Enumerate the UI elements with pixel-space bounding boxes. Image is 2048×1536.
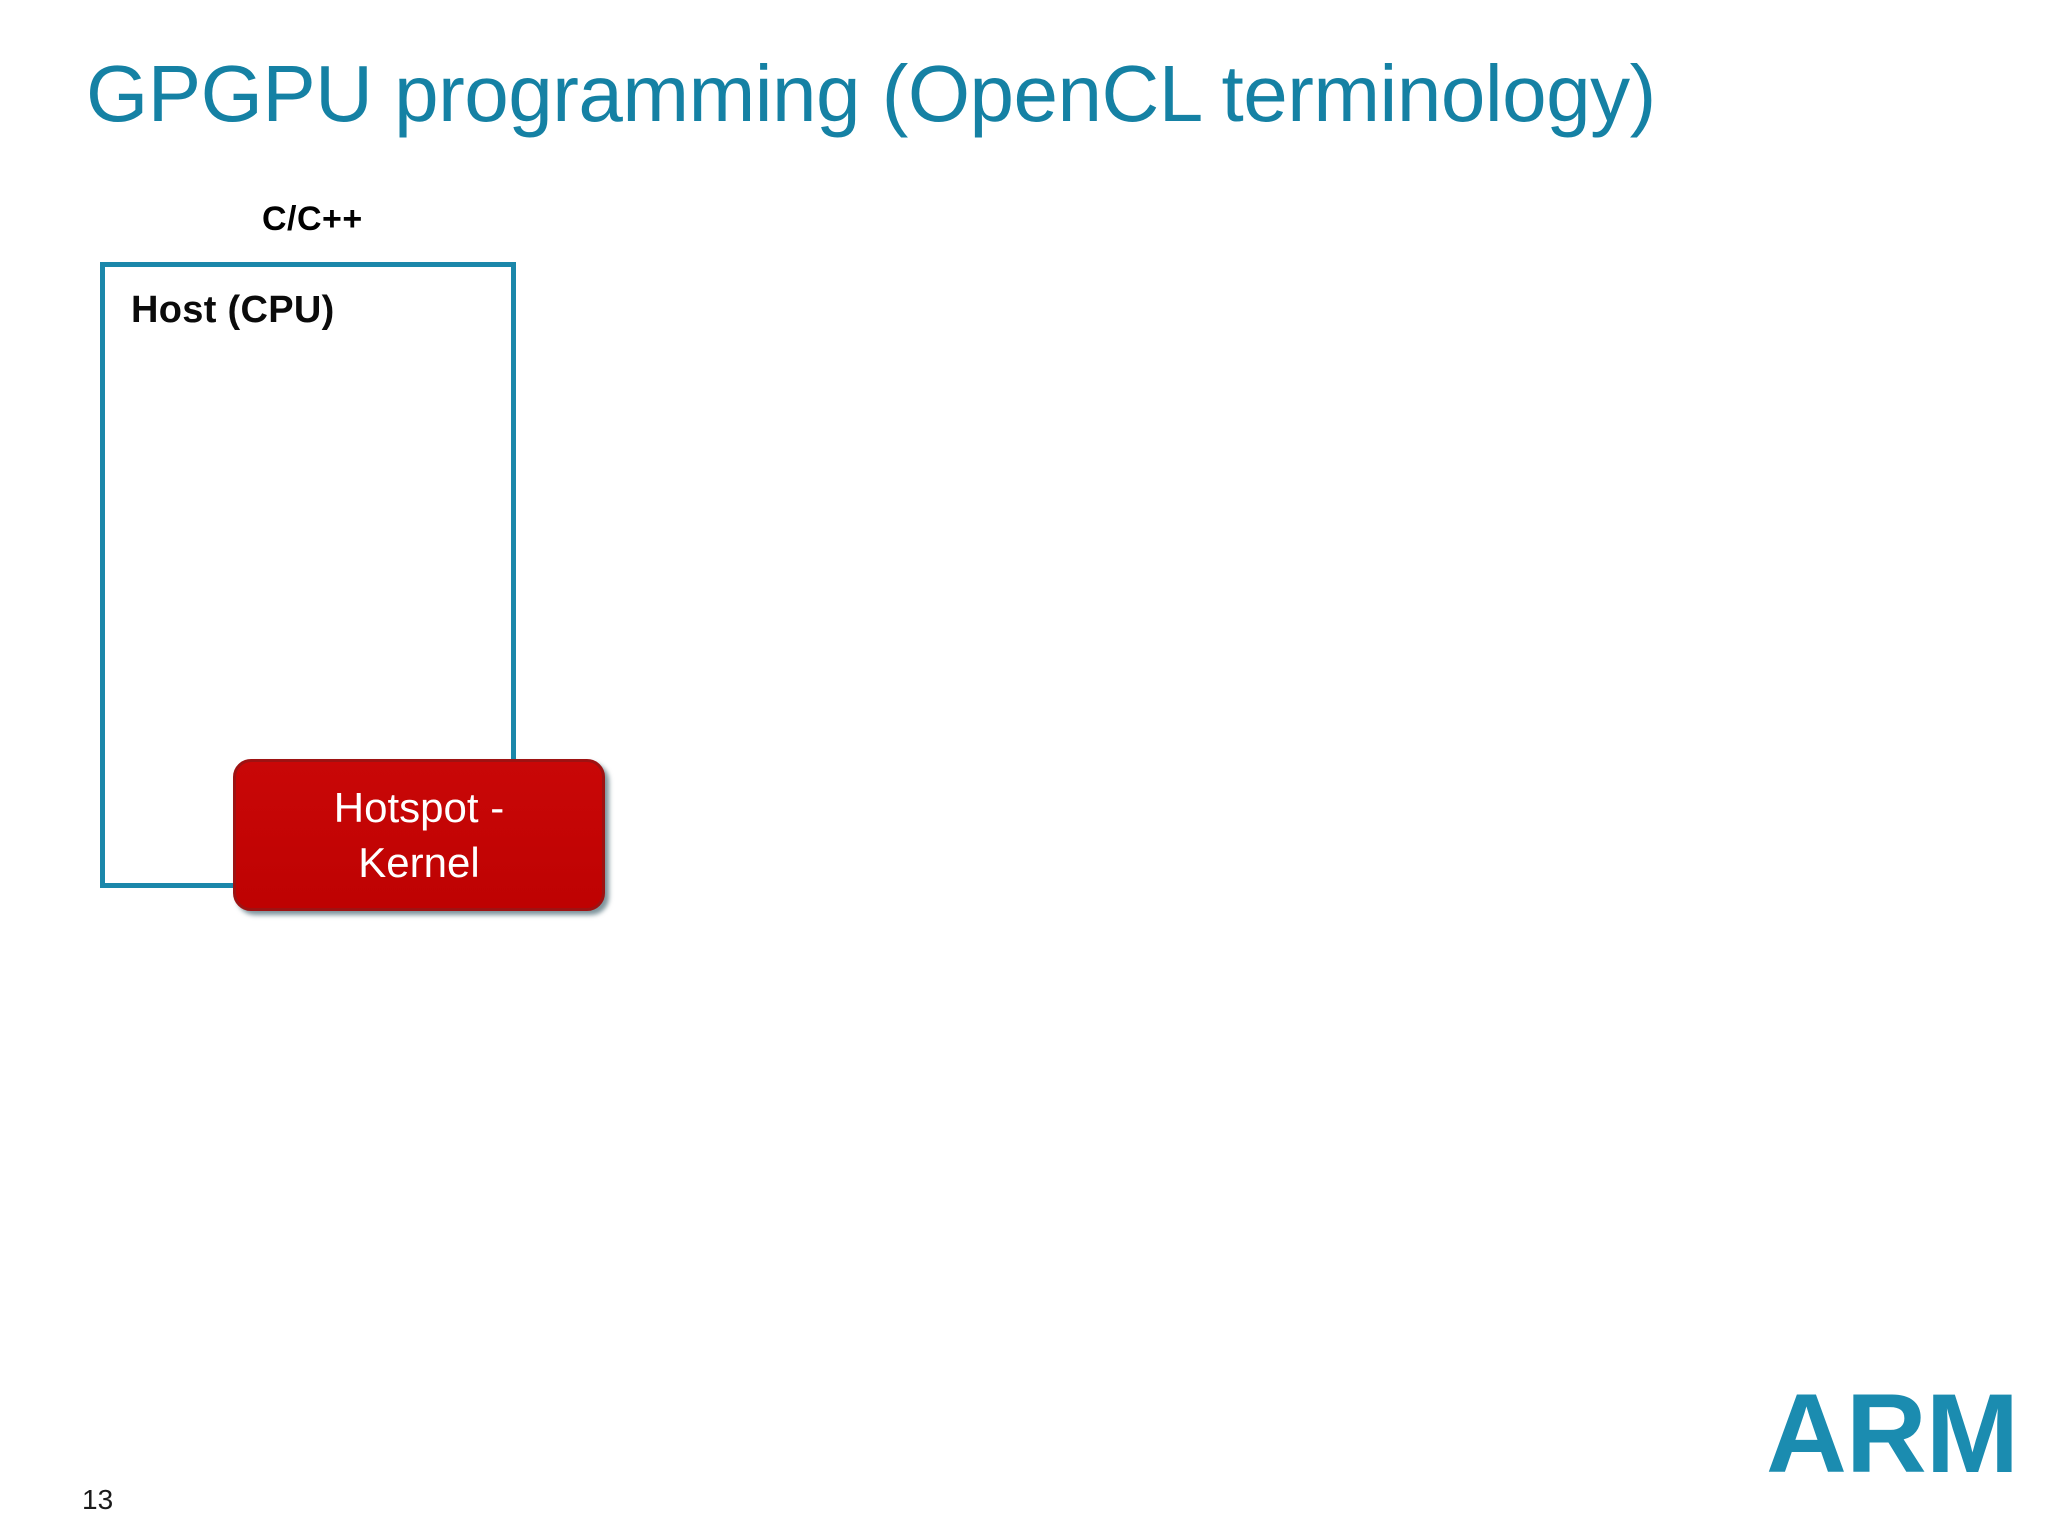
page-number: 13: [82, 1484, 114, 1515]
host-cpu-box: Host (CPU) Hotspot - Kernel: [100, 262, 605, 911]
hotspot-kernel-line-1: Hotspot -: [333, 783, 505, 831]
language-caption-label: C/C++: [262, 200, 363, 238]
page-title: GPGPU programming (OpenCL terminology): [86, 49, 1656, 138]
hotspot-kernel-line-2: Kernel: [358, 839, 480, 886]
hotspot-kernel-block: Hotspot - Kernel: [233, 759, 605, 911]
host-cpu-box-label: Host (CPU): [131, 289, 335, 331]
arm-logo: ARM: [1765, 1371, 2019, 1496]
